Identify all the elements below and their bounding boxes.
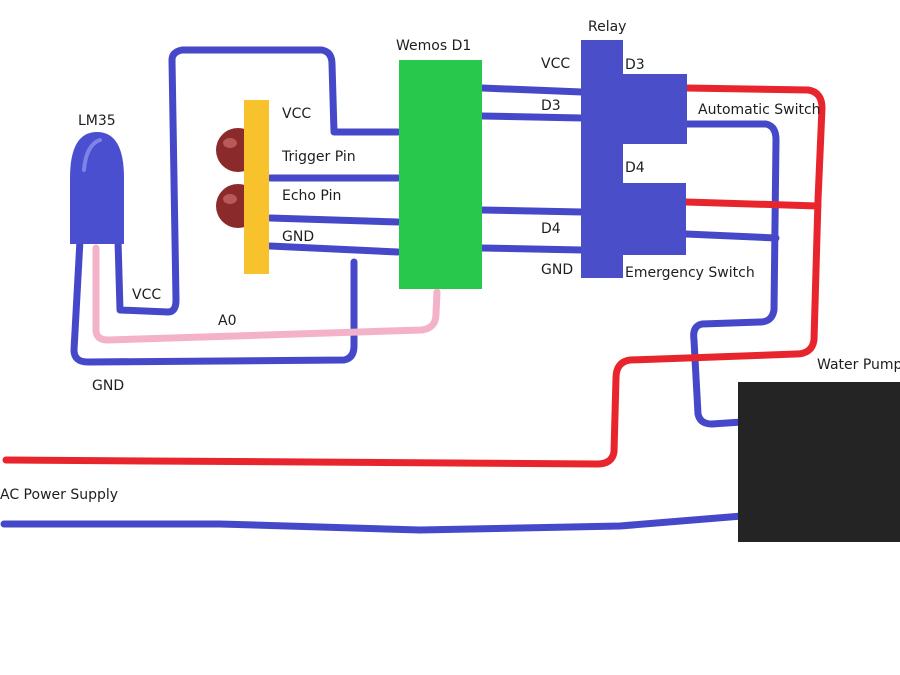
wemos-pin-d4: D4 [541, 221, 561, 237]
wire-d3-relay [478, 112, 586, 122]
wemos-pin-gnd: GND [541, 262, 573, 278]
ultrasonic-header [244, 100, 269, 274]
wire-lm35-a0 [92, 244, 441, 344]
wire-gnd [266, 242, 402, 256]
lm35-pin-gnd: GND [92, 378, 124, 394]
wire-emergency-red [682, 198, 822, 210]
wemos-board [399, 60, 482, 289]
ultrasonic-pin-trigger: Trigger Pin [281, 149, 356, 165]
lm35-label: LM35 [78, 113, 116, 129]
wemos-pin-d3: D3 [541, 98, 561, 114]
wemos-pin-vcc: VCC [541, 56, 570, 72]
ac-power-label: AC Power Supply [0, 487, 118, 503]
wemos-label: Wemos D1 [396, 38, 471, 54]
ultrasonic-pin-echo: Echo Pin [282, 188, 341, 204]
wire-gnd-relay [478, 244, 586, 254]
wire-lm35-vcc [114, 46, 402, 316]
lm35-pin-a0: A0 [218, 313, 236, 329]
ultrasonic-pin-gnd: GND [282, 229, 314, 245]
wire-echo [266, 214, 402, 226]
ultrasonic-pin-vcc: VCC [282, 106, 311, 122]
relay-module [581, 40, 687, 278]
lm35-body [70, 132, 124, 244]
lm35-pin-vcc: VCC [132, 287, 161, 303]
relay-body [581, 40, 623, 278]
relay-out-d4: D4 [625, 160, 645, 176]
relay-label: Relay [588, 19, 626, 35]
wire-lm35-gnd [70, 236, 358, 366]
relay-channel-d3 [620, 74, 687, 144]
relay-out-d3: D3 [625, 57, 645, 73]
wire-automatic-red [2, 84, 826, 468]
wire-emergency-blue [682, 230, 780, 242]
wire-ac-supply [0, 512, 746, 534]
transducer-shine [223, 138, 237, 148]
relay-channel-d4 [620, 183, 686, 255]
wire-d4-relay [478, 206, 586, 216]
emergency-switch-label: Emergency Switch [625, 265, 755, 281]
transducer-shine [223, 194, 237, 204]
ultrasonic-sensor [216, 100, 269, 274]
lm35-sensor [70, 132, 124, 244]
automatic-switch-label: Automatic Switch [698, 102, 821, 118]
wire-vcc-relay [478, 84, 586, 96]
pump-label: Water Pump [817, 357, 900, 373]
lm35-highlight [82, 138, 102, 172]
water-pump [738, 382, 900, 542]
wire-automatic-blue [682, 120, 780, 428]
